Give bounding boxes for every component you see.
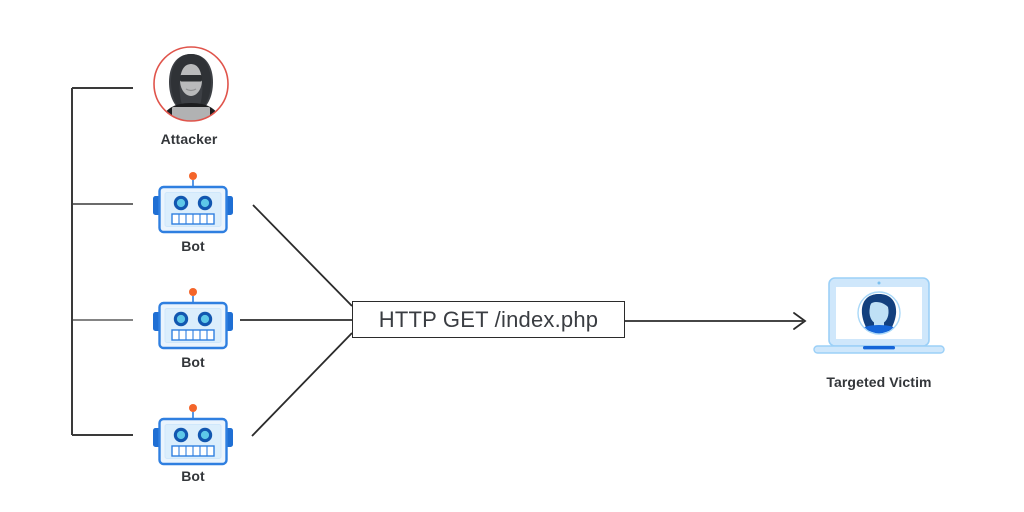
laptop-camera (877, 281, 881, 285)
bot-robot-icon (153, 404, 233, 466)
node-bot-2[interactable] (150, 288, 236, 350)
node-attacker[interactable] (152, 44, 230, 124)
attacker-hood-left (171, 54, 191, 108)
request-label-box[interactable]: HTTP GET /index.php (352, 301, 625, 338)
bot-antenna-bulb (189, 288, 197, 296)
node-label-bot-1: Bot (181, 238, 205, 254)
bot-mouth (171, 329, 215, 341)
bot-mouth (171, 445, 215, 457)
node-label-attacker: Attacker (160, 131, 218, 147)
attacker-hacker-icon (153, 46, 229, 122)
bot-eye-left-pupil (176, 314, 186, 324)
bot-eye-right-pupil (200, 198, 210, 208)
bot-eye-left-pupil (176, 430, 186, 440)
node-label-victim: Targeted Victim (826, 374, 932, 390)
bot-eye-right-pupil (200, 314, 210, 324)
attacker-ring (153, 46, 229, 122)
node-label-bot-3: Bot (181, 468, 205, 484)
laptop-user-icon (813, 277, 945, 354)
bot-eye-left-pupil (176, 198, 186, 208)
link-bot-3-to-request (251, 332, 353, 437)
attacker-hood-right (191, 54, 211, 108)
node-victim[interactable] (806, 276, 952, 362)
laptop-trackpad-notch (863, 346, 895, 350)
node-label-bot-2: Bot (181, 354, 205, 370)
bot-robot-icon (153, 288, 233, 350)
bot-mouth (171, 213, 215, 225)
arrow-right-icon (793, 312, 807, 330)
node-bot-3[interactable] (150, 404, 236, 466)
node-bot-1[interactable] (150, 172, 236, 234)
attacker-sunglasses (180, 75, 202, 82)
attacker-mouth (185, 88, 197, 92)
link-bot-1-to-request (252, 204, 353, 307)
bot-antenna-bulb (189, 404, 197, 412)
bot-eye-right-pupil (200, 430, 210, 440)
bot-robot-icon (153, 172, 233, 234)
bot-antenna-bulb (189, 172, 197, 180)
